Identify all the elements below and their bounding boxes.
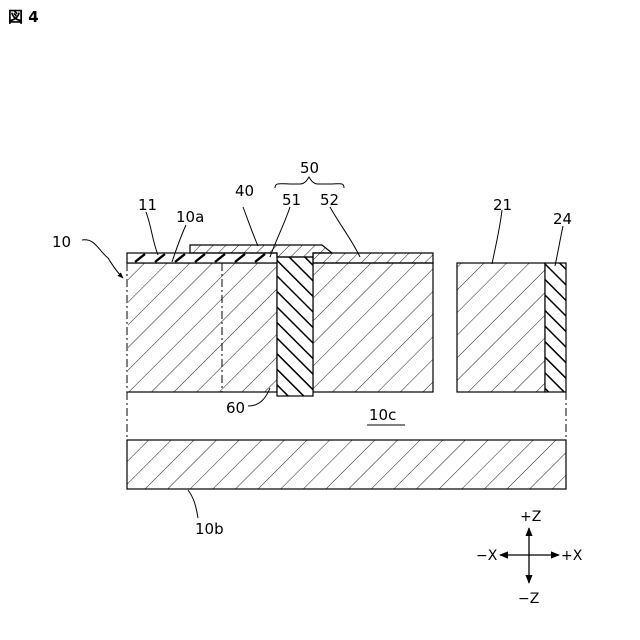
wall-24-hatch [545, 263, 566, 392]
axis-minus-x: −X [476, 548, 498, 564]
block-21 [457, 263, 545, 392]
label-51: 51 [282, 191, 301, 209]
brace-50 [275, 177, 344, 188]
axis-plus-x: +X [561, 548, 583, 564]
label-10b: 10b [195, 520, 224, 538]
label-40: 40 [235, 182, 254, 200]
label-60: 60 [226, 399, 245, 417]
pillar-60-hatch [277, 257, 313, 396]
main-block-middle [313, 263, 433, 392]
label-10c: 10c [369, 406, 396, 424]
axis-minus-z: −Z [518, 591, 539, 607]
label-11: 11 [138, 196, 157, 214]
base-layer-10b [127, 440, 566, 489]
film-11 [127, 253, 277, 263]
leader-21 [492, 210, 502, 264]
axis-indicator [500, 528, 559, 583]
label-24: 24 [553, 210, 572, 228]
label-52: 52 [320, 191, 339, 209]
leader-11 [146, 212, 158, 255]
leader-10b [188, 490, 198, 518]
label-10a: 10a [176, 208, 204, 226]
leader-10 [82, 240, 123, 278]
label-21: 21 [493, 196, 512, 214]
label-50: 50 [300, 159, 319, 177]
leader-40 [243, 207, 258, 246]
label-10: 10 [52, 233, 71, 251]
axis-plus-z: +Z [520, 509, 541, 525]
main-block-left [127, 263, 277, 392]
leader-52 [330, 207, 360, 257]
leader-24 [555, 226, 563, 266]
electrode-52 [313, 253, 433, 263]
